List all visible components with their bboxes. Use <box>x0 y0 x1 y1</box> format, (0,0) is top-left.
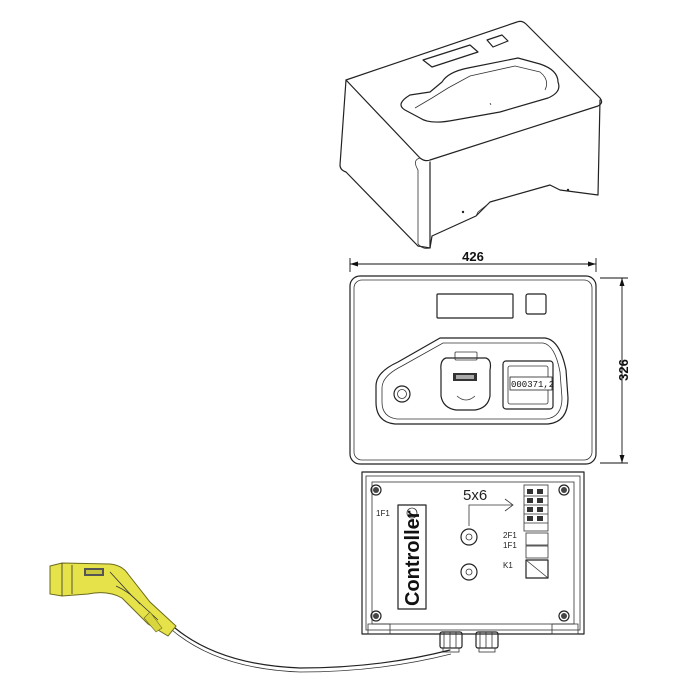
meter-reading: 000371,2 <box>511 380 554 390</box>
isometric-housing <box>339 20 603 249</box>
controller-box: Controller 1F1 2F1 1F1 K1 5x6 <box>361 471 585 653</box>
breaker-2f1 <box>525 532 549 546</box>
label-k1: K1 <box>503 561 513 570</box>
socket-recess <box>375 337 569 425</box>
controller-module <box>397 504 427 610</box>
label-2f1: 2F1 <box>503 531 517 540</box>
controller-enclosure <box>361 471 585 635</box>
height-dimension-label: 326 <box>616 359 631 381</box>
charging-socket <box>440 357 492 411</box>
front-panel-outline <box>349 275 597 465</box>
charging-cable <box>174 627 451 669</box>
label-1f1-left: 1F1 <box>376 509 390 518</box>
display-window <box>436 293 514 319</box>
front-view: 426 326 000371,2 <box>349 249 631 465</box>
cable-annotation: 5x6 <box>463 487 487 504</box>
terminal-block <box>523 484 549 532</box>
energy-meter <box>502 360 554 410</box>
gland-upper <box>460 528 478 546</box>
width-dimension-label: 426 <box>462 249 484 264</box>
label-1f1-right: 1F1 <box>503 541 517 550</box>
gland-lower <box>460 563 478 581</box>
breaker-1f1 <box>525 545 549 559</box>
charging-connector <box>49 562 177 637</box>
bottom-cable-glands <box>439 631 499 653</box>
corner-screws <box>370 484 570 622</box>
contactor-k1 <box>525 559 549 579</box>
key-switch <box>393 385 411 403</box>
front-button <box>525 293 547 315</box>
controller-label: Controller <box>402 510 424 606</box>
